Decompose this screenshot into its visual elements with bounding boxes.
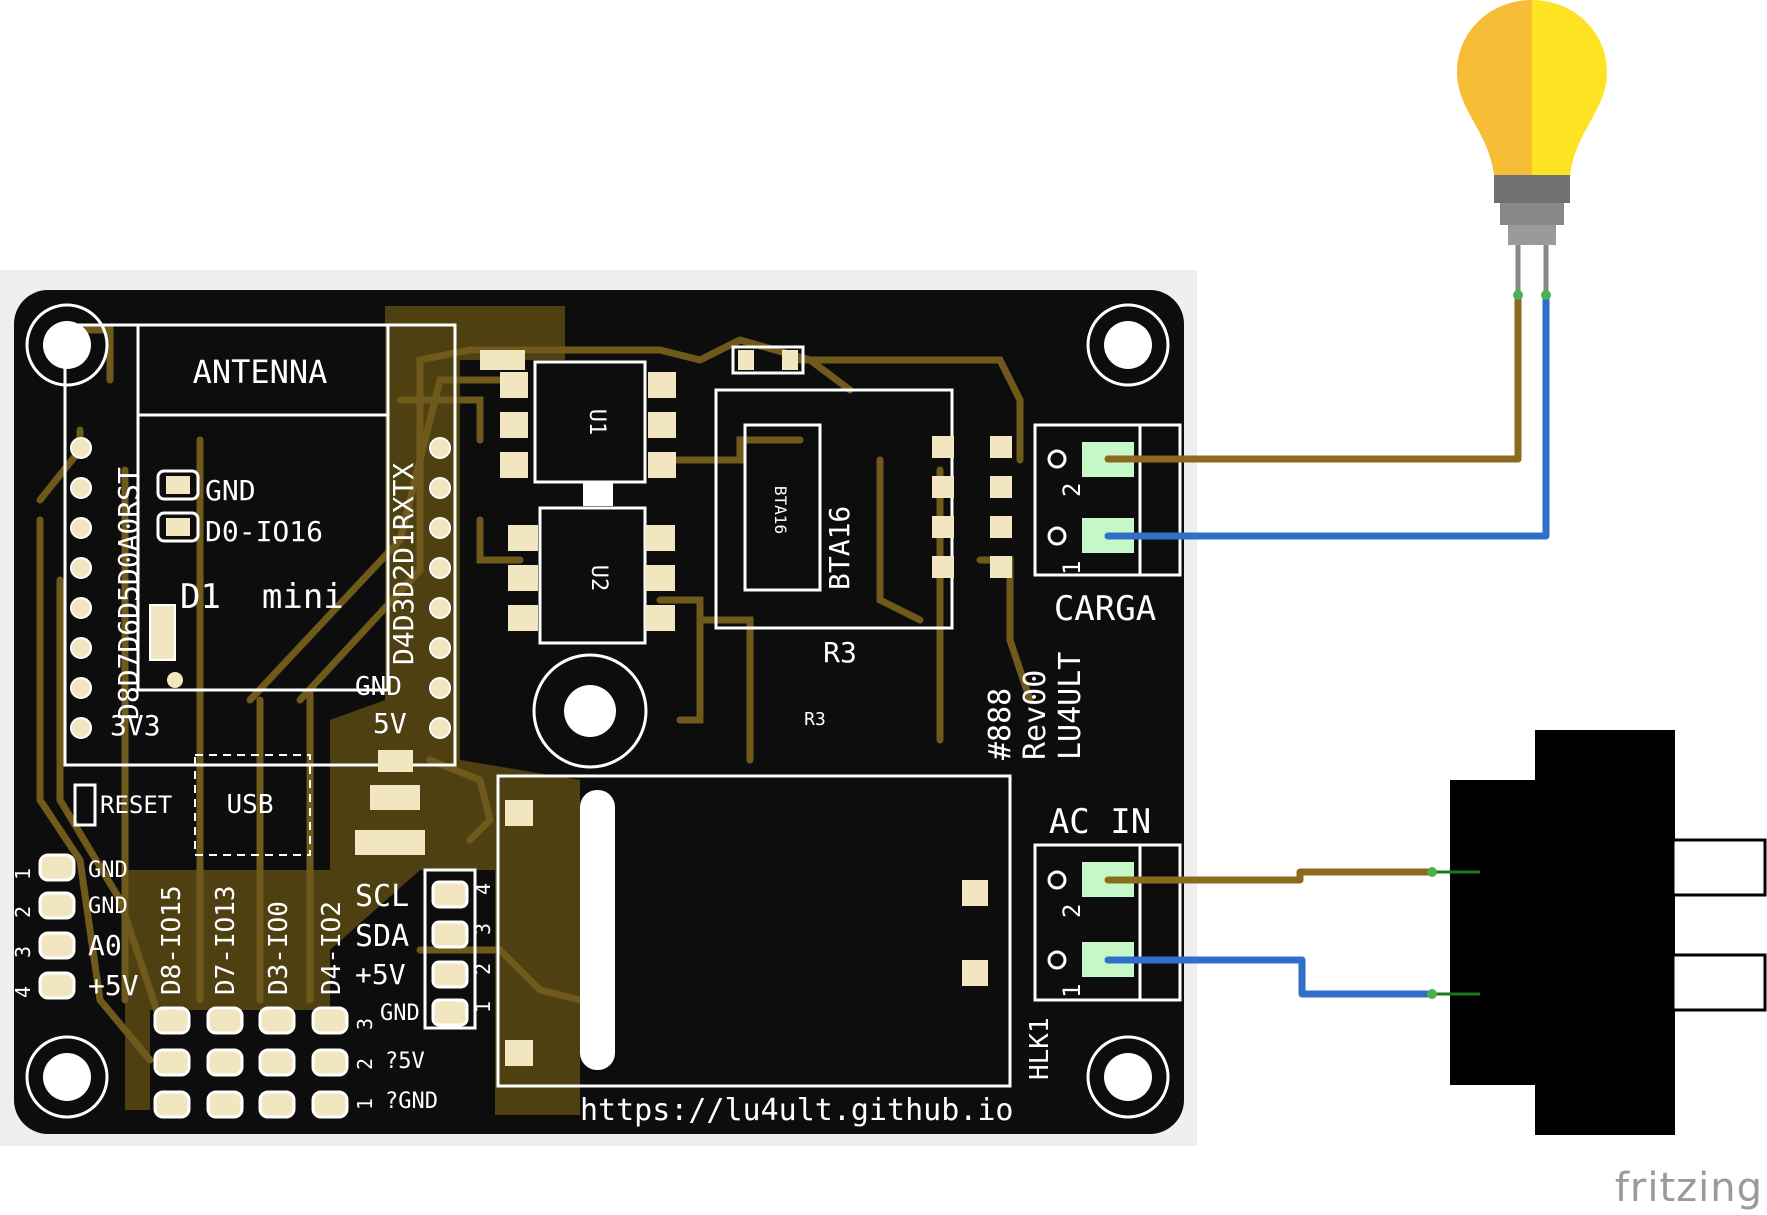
module-right-pin-labels: D4D3D2D1RXTX: [387, 463, 420, 665]
mounting-holes: [25, 303, 1170, 1119]
u1-label: U1: [584, 409, 609, 436]
i2c-num-2: 2: [471, 963, 495, 975]
module-left-pin-labels: D8D7D6D5D0A0RST: [112, 467, 145, 720]
carga-terminal: 2 1 CARGA: [1033, 423, 1182, 629]
i2c-label-scl: SCL: [355, 879, 409, 914]
revision-line-1: #888: [983, 688, 1018, 760]
copper-pour: [125, 306, 580, 1115]
left-header-num-2: 2: [11, 906, 35, 918]
module-name: D1 mini: [180, 577, 344, 617]
d1-mini-module: ANTENNA GND D0-IO16 D1 mini D8D7D6D5D0A0…: [63, 323, 457, 856]
module-5v-label: 5V: [373, 707, 407, 740]
r7-resistor: [731, 345, 805, 375]
carga-label: CARGA: [1054, 589, 1156, 629]
bottom-header-label-3: D3-IO0: [264, 901, 294, 995]
light-bulb: [1457, 0, 1607, 295]
left-header-label-4: +5V: [88, 969, 139, 1002]
bottom-row-label-5v: ?5V: [385, 1049, 425, 1074]
left-header-num-3: 3: [11, 946, 35, 958]
triac-label: BTA16: [823, 506, 856, 590]
fritzing-watermark: fritzing: [1614, 1165, 1763, 1211]
bottom-row-num-2: 2: [353, 1058, 377, 1070]
left-header-label-3: A0: [88, 929, 122, 962]
smd-components: [355, 750, 425, 855]
module-gnd-label: GND: [355, 672, 402, 702]
bottom-header-label-1: D8-IO15: [157, 885, 187, 995]
ac-in-pin-1: 1: [1058, 984, 1086, 998]
hlk-label: HLK1: [1025, 1017, 1055, 1080]
carga-pin-2: 2: [1058, 483, 1086, 497]
jumper-gnd-label: GND: [205, 474, 256, 507]
i2c-num-4: 4: [471, 883, 495, 895]
i2c-num-3: 3: [471, 923, 495, 935]
u2-label: U2: [586, 565, 611, 592]
r3-label: R3: [823, 636, 857, 669]
bottom-row-label-gnd: ?GND: [385, 1089, 438, 1114]
bottom-row-num-1: 1: [353, 1098, 377, 1110]
load-wire-blue: [1104, 291, 1550, 540]
load-wire-brown: [1104, 291, 1522, 463]
bottom-row-num-3: 3: [353, 1018, 377, 1030]
triac-small-label: BTA16: [771, 486, 790, 534]
carga-pin-1: 1: [1058, 561, 1086, 575]
triac-bta16: BTA16 BTA16 R3 R3: [714, 388, 954, 730]
i2c-label-sda: SDA: [355, 919, 409, 954]
wires: [1104, 291, 1550, 998]
jumper-d0-label: D0-IO16: [205, 515, 323, 548]
bottom-header-label-4: D4-IO2: [317, 901, 347, 995]
u2-ic: U2: [508, 482, 675, 645]
hlk-module: HLK1: [496, 774, 1055, 1088]
ac-in-pin-2: 2: [1058, 904, 1086, 918]
revision-block: #888 Rev00 LU4ULT: [983, 652, 1088, 760]
smd-resistor: [480, 350, 525, 370]
ac-plug: [1430, 730, 1767, 1135]
wire-endpoints: [1427, 290, 1551, 999]
ac-wire-blue: [1104, 956, 1436, 998]
i2c-header: SCL SDA +5V GND 4 3 2 1: [355, 868, 495, 1030]
optocoupler: [932, 436, 1012, 578]
antenna-label: ANTENNA: [193, 353, 328, 391]
revision-line-3: LU4ULT: [1053, 652, 1088, 760]
reset-label: RESET: [100, 791, 172, 819]
i2c-label-5v: +5V: [355, 958, 406, 991]
bottom-header-label-2: D7-IO13: [211, 885, 241, 995]
r3-small-label: R3: [804, 709, 826, 730]
left-header-label-2: GND: [88, 894, 128, 919]
left-header-label-1: GND: [88, 858, 128, 883]
left-header: 1 2 3 4 GND GND A0 +5V: [11, 853, 139, 1002]
i2c-label-gnd: GND: [380, 1001, 420, 1026]
left-header-num-1: 1: [11, 868, 35, 880]
ac-wire-brown: [1104, 868, 1436, 884]
left-header-num-4: 4: [11, 986, 35, 998]
revision-line-2: Rev00: [1018, 670, 1053, 760]
usb-label: USB: [227, 790, 274, 820]
bottom-header: D8-IO15 D7-IO13 D3-IO0 D4-IO2 3 2 1 ?5V …: [153, 885, 438, 1119]
url-label: https://lu4ult.github.io: [580, 1093, 1013, 1128]
module-3v3-label: 3V3: [110, 709, 161, 742]
i2c-num-1: 1: [471, 1001, 495, 1013]
ac-in-label: AC IN: [1049, 802, 1151, 842]
